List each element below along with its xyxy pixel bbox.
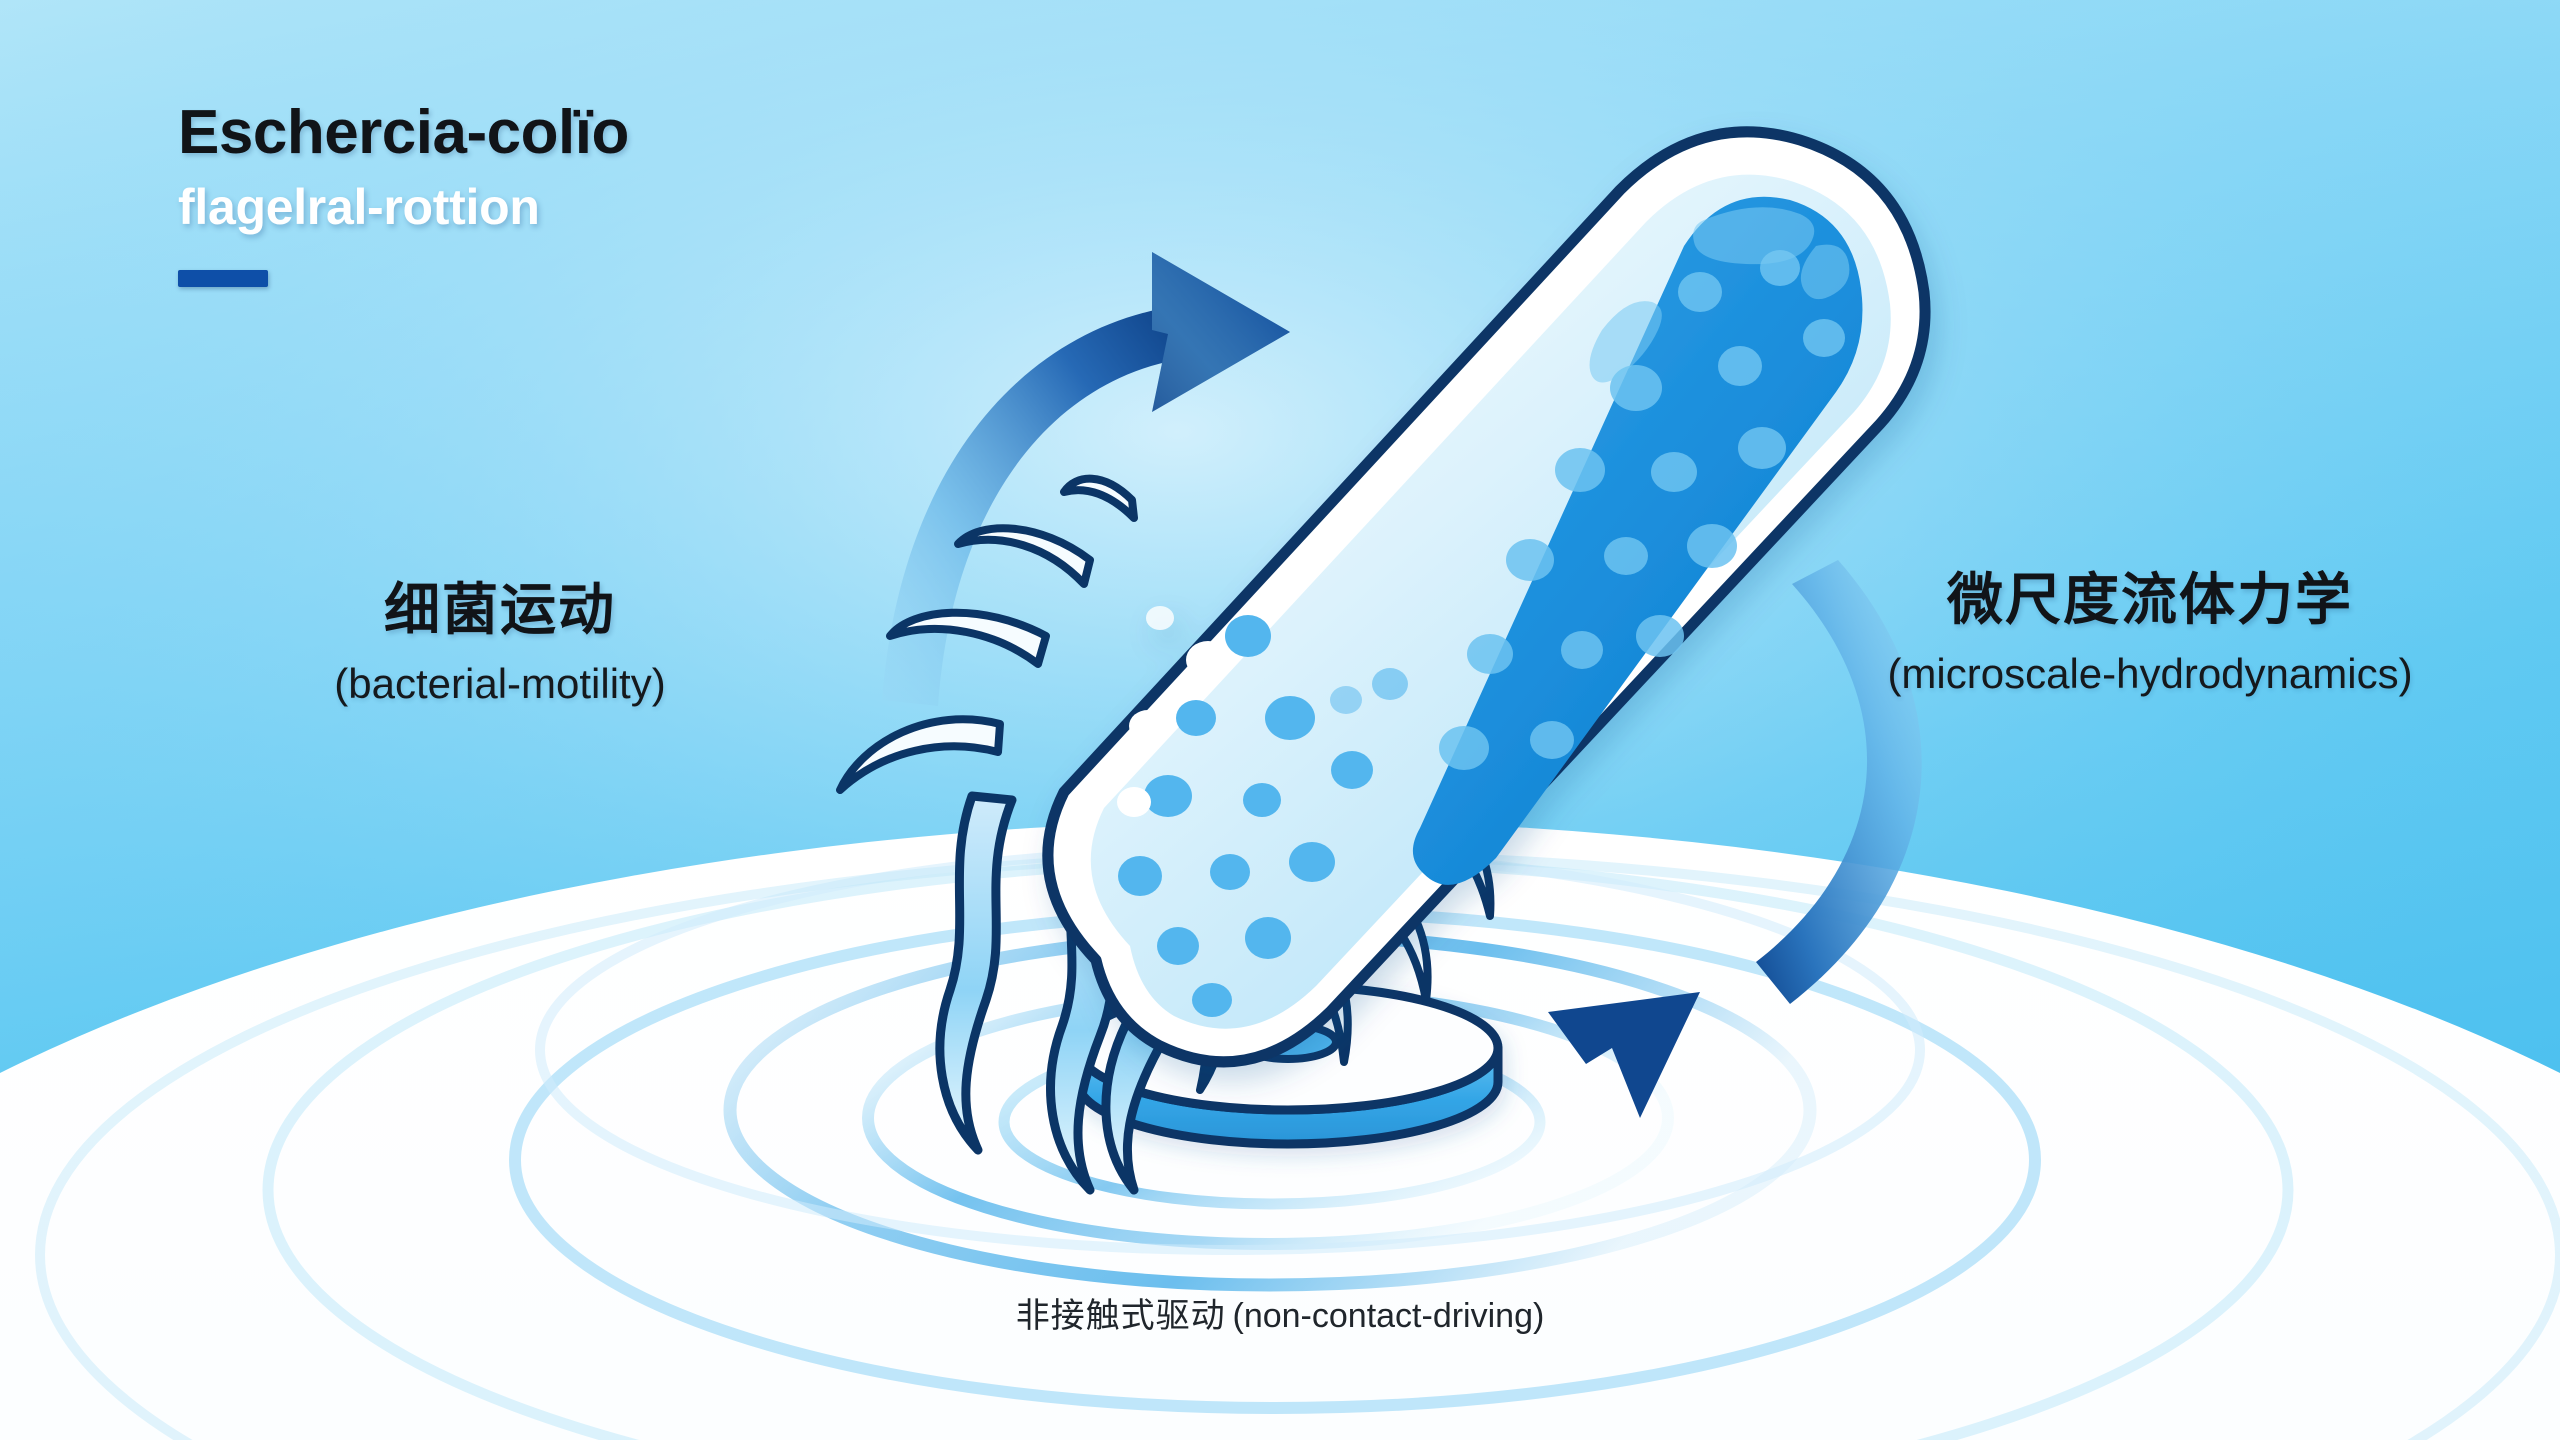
label-bacterial-motility: 细菌运动 (bacterial-motility) (250, 565, 750, 708)
title-block: Eschercia-colïo flagelral-rottion (178, 100, 629, 287)
driving-arrow-down-left (1548, 560, 1922, 1118)
pilus (954, 524, 1094, 588)
caption-en: (non-contact-driving) (1232, 1297, 1545, 1335)
nucleoid-blobs (1589, 207, 1850, 383)
caption-cn: 非接触式驱动 (1015, 1297, 1226, 1335)
page-title: Eschercia-colïo (178, 98, 629, 167)
title-accent-rule (178, 269, 268, 287)
pilus (836, 715, 1004, 794)
cytoplasm-dots (1118, 615, 1408, 1017)
nucleoid-dots (1439, 250, 1845, 770)
cytoplasm-highlights (1117, 606, 1230, 817)
label-microscale-hydrodynamics: 微尺度流体力学 (microscale-hydrodynamics) (1820, 555, 2480, 698)
pilus (1060, 474, 1138, 522)
label-right-en: (microscale-hydrodynamics) (1887, 650, 2413, 697)
rod-shaped-bacterium (1042, 126, 1931, 1068)
pilus (886, 608, 1050, 668)
flagellum (935, 791, 1017, 1155)
label-right-cn: 微尺度流体力学 (1947, 568, 2353, 631)
label-left-en: (bacterial-motility) (334, 660, 666, 707)
rotation-arrow-up-right (882, 252, 1290, 706)
bottom-caption: 非接触式驱动 (non-contact-driving) (0, 1288, 2560, 1337)
caption-gap (1226, 1297, 1233, 1335)
label-left-cn: 细菌运动 (384, 578, 616, 641)
page-subtitle: flagelral-rottion (178, 179, 540, 236)
